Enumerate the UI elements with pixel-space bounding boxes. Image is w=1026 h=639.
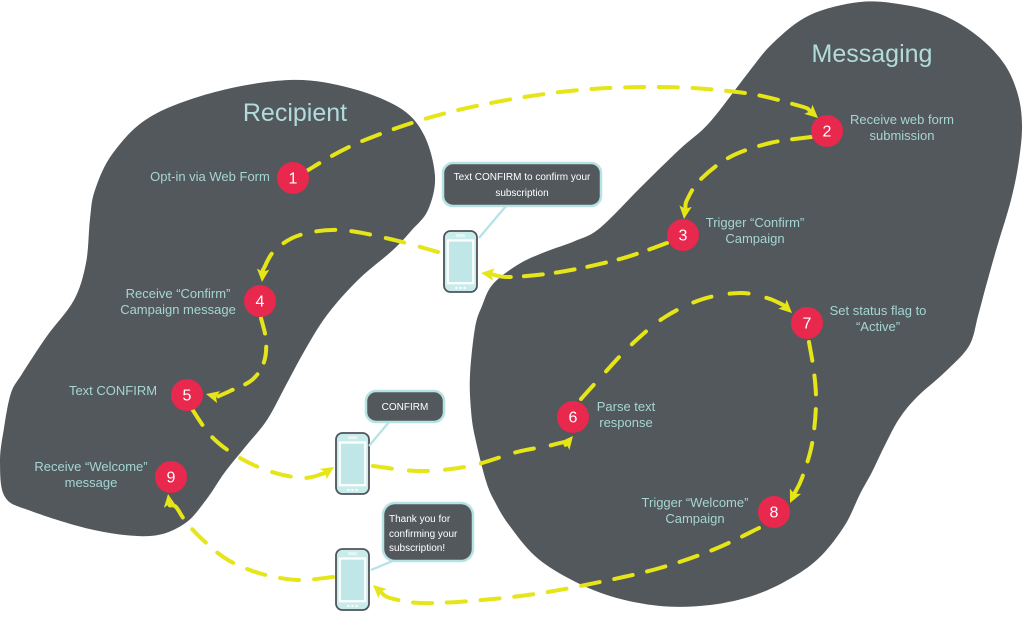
svg-text:9: 9 — [167, 470, 176, 487]
svg-text:subscription: subscription — [495, 188, 548, 199]
svg-text:Recipient: Recipient — [243, 99, 347, 127]
svg-text:Text CONFIRM to confirm your: Text CONFIRM to confirm your — [454, 172, 591, 183]
svg-text:4: 4 — [256, 294, 265, 311]
svg-text:Opt-in via Web Form: Opt-in via Web Form — [150, 169, 270, 184]
svg-text:Messaging: Messaging — [812, 40, 933, 68]
svg-text:1: 1 — [289, 171, 298, 188]
svg-text:Thank you for: Thank you for — [389, 514, 451, 525]
svg-text:CONFIRM: CONFIRM — [382, 402, 429, 413]
svg-text:“Active”: “Active” — [856, 319, 900, 334]
svg-text:2: 2 — [823, 124, 832, 141]
svg-text:subscription!: subscription! — [389, 543, 445, 554]
svg-text:Receive web form: Receive web form — [850, 112, 954, 127]
svg-text:Campaign: Campaign — [725, 231, 784, 246]
svg-text:Receive “Welcome”: Receive “Welcome” — [34, 459, 147, 474]
svg-text:submission: submission — [869, 128, 934, 143]
svg-text:Trigger “Welcome”: Trigger “Welcome” — [642, 495, 749, 510]
svg-text:confirming your: confirming your — [389, 529, 458, 540]
svg-text:response: response — [599, 415, 652, 430]
svg-text:Campaign: Campaign — [665, 511, 724, 526]
svg-text:5: 5 — [183, 388, 192, 405]
svg-text:Receive “Confirm”: Receive “Confirm” — [126, 286, 231, 301]
svg-text:message: message — [65, 475, 118, 490]
svg-text:7: 7 — [803, 316, 812, 333]
svg-text:Campaign message: Campaign message — [120, 302, 236, 317]
svg-text:Set status flag to: Set status flag to — [830, 303, 927, 318]
svg-text:Trigger “Confirm”: Trigger “Confirm” — [706, 215, 804, 230]
svg-text:3: 3 — [679, 228, 688, 245]
svg-text:6: 6 — [569, 410, 578, 427]
svg-text:Text CONFIRM: Text CONFIRM — [69, 383, 157, 398]
svg-text:Parse text: Parse text — [597, 399, 656, 414]
svg-text:8: 8 — [770, 505, 779, 522]
